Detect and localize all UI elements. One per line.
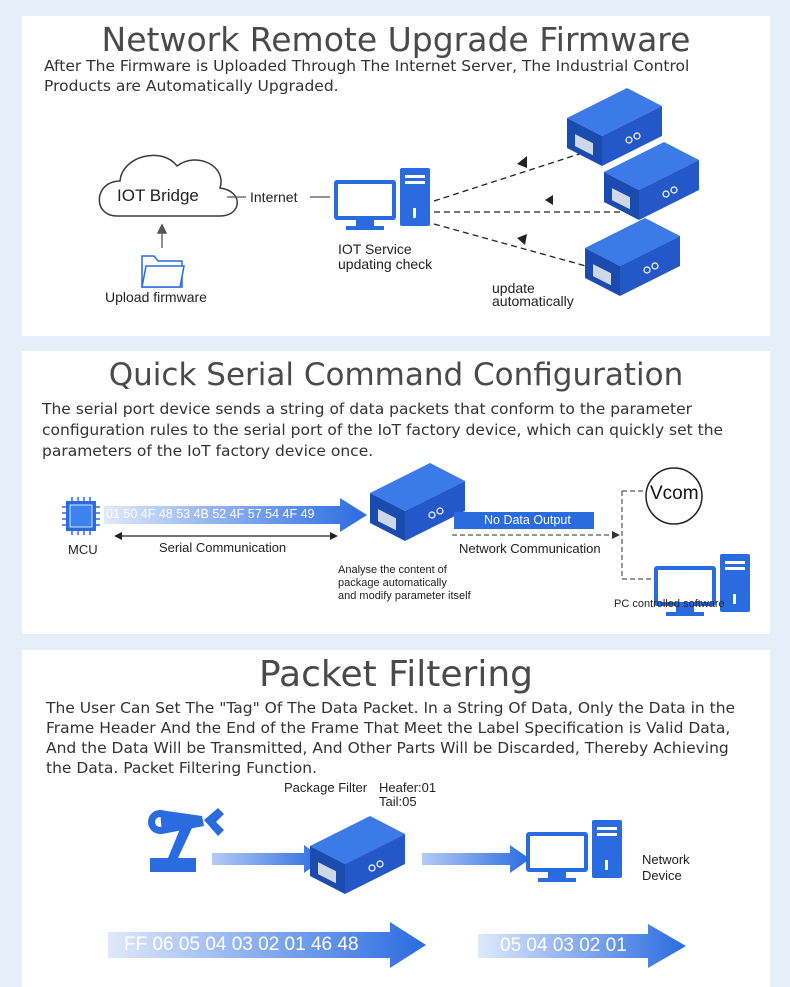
no-data-bar bbox=[454, 512, 594, 529]
network-label: Network Communication bbox=[459, 541, 601, 556]
chip-icon bbox=[62, 497, 100, 535]
section-title: Packet Filtering bbox=[258, 654, 534, 695]
network-device-line1: Network bbox=[642, 852, 690, 867]
section-description: The User Can Set The "Tag" Of The Data P… bbox=[46, 699, 736, 777]
analyse-line3: and modify parameter itself bbox=[338, 590, 471, 602]
analyse-line2: package automatically bbox=[338, 577, 447, 589]
vcom-label: Vcom bbox=[650, 483, 699, 504]
input-data-arrow bbox=[108, 922, 426, 968]
output-data-arrow bbox=[478, 924, 686, 968]
upload-label: Upload firmware bbox=[105, 289, 207, 305]
arrow-head-1 bbox=[517, 156, 527, 168]
tail-label: Tail:05 bbox=[379, 794, 417, 809]
section-title: Quick Serial Command Configuration bbox=[108, 357, 684, 393]
analyse-line1: Analyse the content of bbox=[338, 564, 447, 576]
server-computer-icon bbox=[334, 168, 430, 230]
device-box-icon bbox=[584, 217, 681, 297]
hex-data-label: 01 50 4F 48 53 4B 52 4F 57 54 4F 49 bbox=[106, 507, 315, 521]
mcu-label: MCU bbox=[68, 542, 98, 557]
output-data-label: 05 04 03 02 01 bbox=[500, 935, 627, 956]
section-description: After The Firmware is Uploaded Through T… bbox=[44, 57, 690, 95]
no-data-label: No Data Output bbox=[484, 513, 571, 527]
header-label: Heafer:01 bbox=[379, 780, 437, 795]
hex-data-arrow bbox=[104, 498, 367, 532]
folder-icon bbox=[141, 255, 185, 288]
dashed-link-1 bbox=[433, 145, 605, 202]
filter-label: Package Filter bbox=[284, 780, 368, 795]
analyse-label: Analyse the content of package automatic… bbox=[338, 564, 471, 603]
update-label-line1: update bbox=[492, 280, 535, 296]
panel-packet-filtering: Packet Filtering The User Can Set The "T… bbox=[22, 650, 770, 987]
device-box-icon bbox=[309, 815, 406, 895]
panel-remote-upgrade: Network Remote Upgrade Firmware After Th… bbox=[22, 16, 770, 336]
flow-arrow-2 bbox=[422, 845, 530, 873]
update-label: update automatically bbox=[492, 280, 574, 309]
section-description: The serial port device sends a string of… bbox=[42, 400, 724, 460]
internet-label: Internet bbox=[250, 189, 298, 205]
device-box-icon bbox=[369, 462, 466, 542]
input-data-label: FF 06 05 04 03 02 01 46 48 bbox=[124, 934, 359, 955]
arrow-head-2 bbox=[545, 195, 553, 205]
cloud-label: IOT Bridge bbox=[117, 186, 199, 205]
pc-label: PC controlled software bbox=[614, 598, 725, 610]
flow-arrow-1 bbox=[212, 845, 324, 873]
service-label-line1: IOT Service bbox=[338, 241, 412, 257]
section-title: Network Remote Upgrade Firmware bbox=[101, 20, 691, 59]
service-label-line2: updating check bbox=[338, 256, 433, 272]
filter-diagram bbox=[108, 808, 686, 968]
network-device-line2: Device bbox=[642, 868, 682, 883]
upgrade-diagram bbox=[98, 87, 700, 297]
arrow-head-3 bbox=[517, 234, 527, 245]
server-computer-icon bbox=[526, 820, 622, 882]
dashed-link-3 bbox=[433, 223, 605, 272]
update-label-line2: automatically bbox=[492, 293, 574, 309]
service-label: IOT Service updating check bbox=[338, 242, 432, 272]
robot-arm-icon bbox=[148, 808, 224, 872]
serial-diagram bbox=[62, 462, 750, 616]
vcom-circle-icon bbox=[645, 467, 703, 525]
network-device-label: Network Device bbox=[642, 852, 690, 884]
serial-label: Serial Communication bbox=[159, 540, 287, 555]
panel-serial-config: Quick Serial Command Configuration The s… bbox=[22, 351, 770, 634]
